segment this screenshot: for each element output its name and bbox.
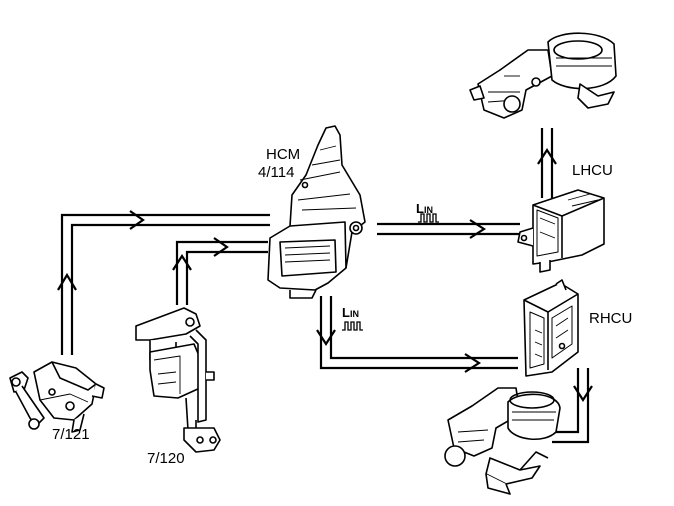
rhcu-module-drawing	[523, 279, 579, 377]
lin-pulse-icon	[342, 321, 363, 331]
path-lhcu-to-left-motor	[537, 128, 557, 198]
lin-suffix: IN	[350, 309, 359, 319]
svg-text:LIN: LIN	[416, 201, 433, 216]
lin-pulse-icon	[418, 213, 439, 223]
sensor-120-label: 7/120	[147, 450, 185, 467]
lin-label-upper: LIN	[416, 201, 439, 223]
hcm-module-drawing	[267, 125, 366, 299]
lhcu-module-drawing	[517, 189, 605, 273]
sensor-121-label: 7/121	[52, 426, 90, 443]
hcm-label: HCM	[266, 146, 300, 163]
rhcu-label: RHCU	[589, 310, 632, 327]
sensor-121-drawing	[9, 361, 105, 433]
path-sensor-120-to-hcm	[172, 237, 268, 305]
path-hcm-to-rhcu	[316, 296, 518, 373]
lin-prefix: L	[342, 305, 350, 320]
hcm-code-label: 4/114	[258, 164, 294, 181]
signal-paths	[57, 128, 593, 444]
path-hcm-to-lhcu	[377, 219, 520, 239]
lin-label-lower: LIN	[342, 305, 363, 331]
path-rhcu-to-right-motor	[552, 368, 593, 444]
lin-suffix: IN	[424, 205, 433, 215]
right-motor-drawing	[444, 387, 561, 495]
svg-text:LIN: LIN	[342, 305, 359, 320]
lhcu-label: LHCU	[572, 162, 613, 179]
path-sensor-121-to-hcm	[57, 210, 270, 355]
left-motor-drawing	[469, 32, 617, 119]
lin-prefix: L	[416, 201, 424, 216]
sensor-120-drawing	[135, 307, 221, 453]
